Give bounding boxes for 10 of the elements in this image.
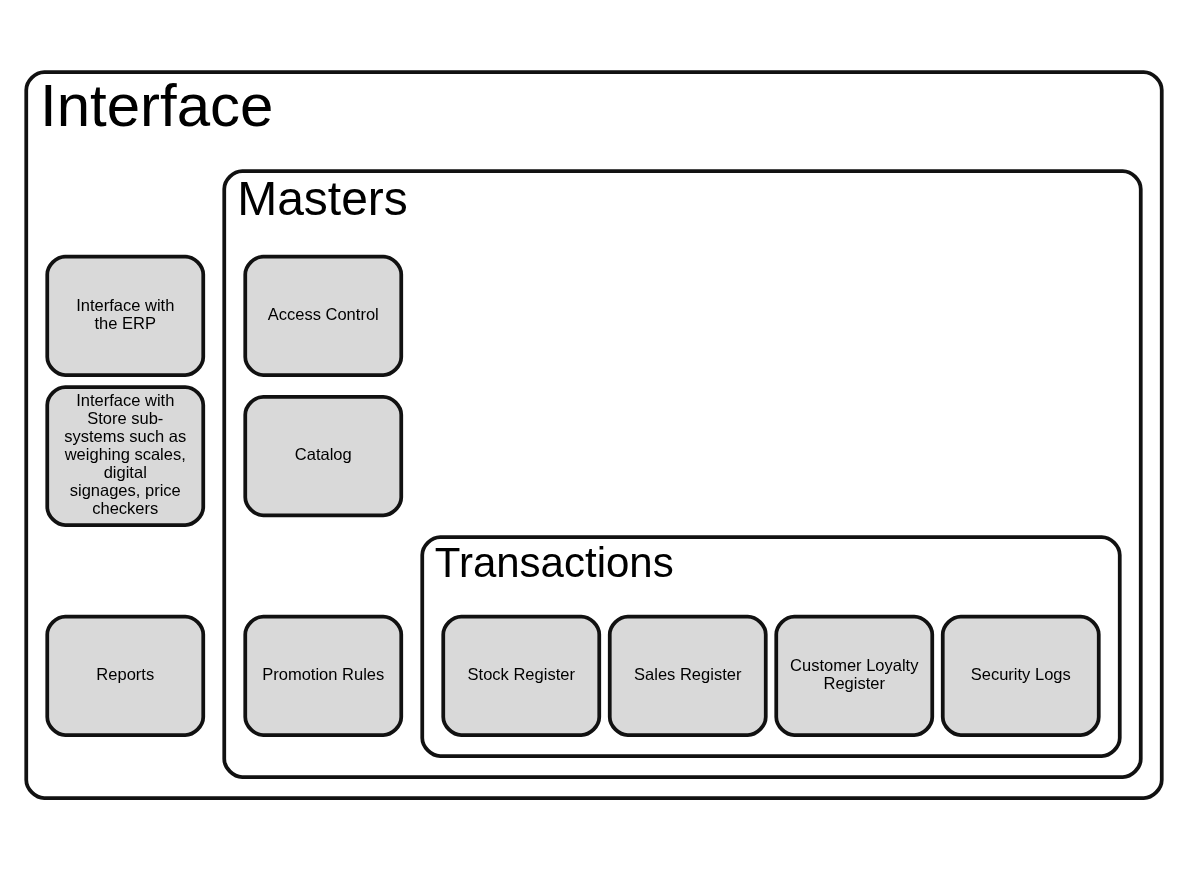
- node-box: Customer Loyalty Register: [774, 614, 935, 737]
- node-box: Interface with the ERP: [45, 254, 206, 377]
- node-box: Security Logs: [940, 614, 1101, 737]
- node-box: Interface with Store sub-systems such as weighing scales, digital signages, price checkers: [45, 385, 206, 527]
- node-box: Stock Register: [441, 614, 602, 737]
- node-box: Promotion Rules: [243, 614, 404, 737]
- node-box: Access Control: [243, 254, 404, 377]
- node-box: Catalog: [243, 394, 404, 518]
- node-box: Sales Register: [607, 614, 768, 737]
- node-box: Reports: [45, 614, 206, 737]
